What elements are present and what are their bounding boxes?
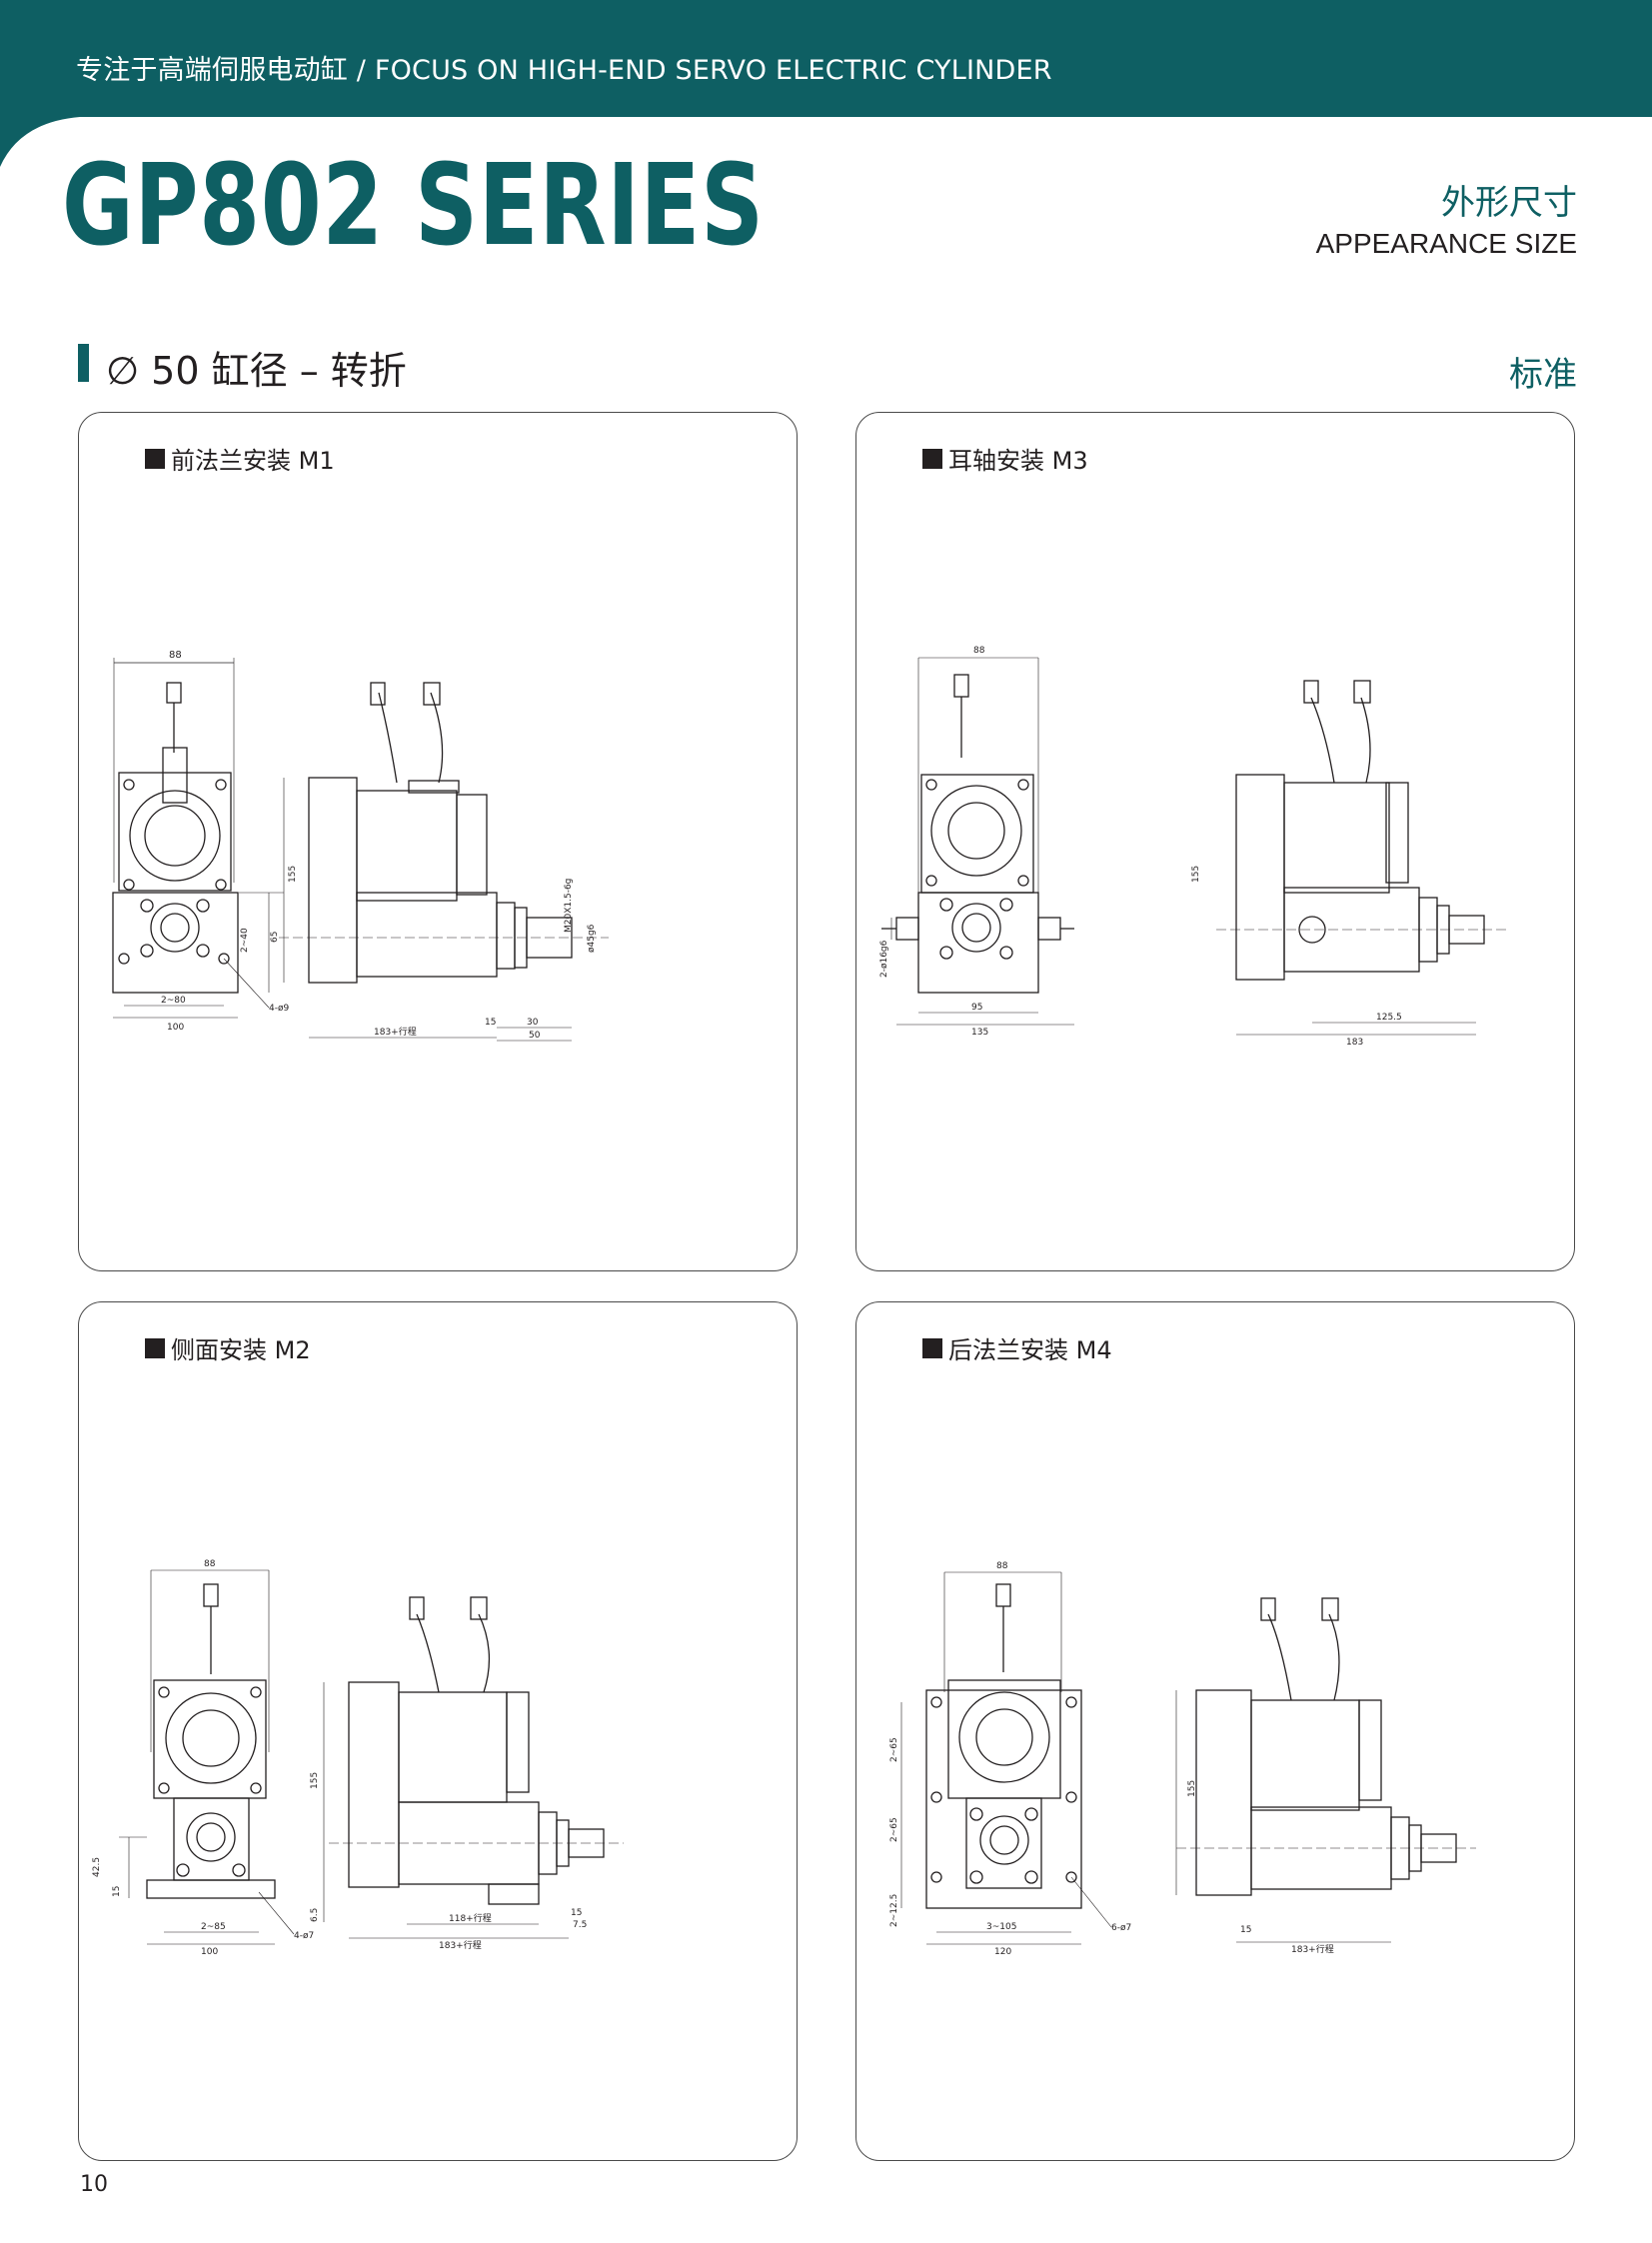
svg-text:2~12.5: 2~12.5: [889, 1894, 899, 1927]
label-square: [922, 448, 942, 469]
svg-text:42.5: 42.5: [92, 1857, 102, 1877]
svg-text:183+行程: 183+行程: [1291, 1943, 1334, 1955]
svg-text:M20X1.5-6g: M20X1.5-6g: [564, 879, 574, 933]
panel-side-mount: 侧面安装 M2 88 42.5 15 2~85 100 4-ø7: [78, 1301, 798, 2161]
panel-front-flange: 前法兰安装 M1 88 2~40 65 2~80 100 4-ø9: [78, 412, 798, 1271]
svg-text:120: 120: [994, 1947, 1011, 1957]
label-square: [145, 1337, 165, 1358]
panel-label: 侧面安装 M2: [171, 1336, 311, 1364]
svg-text:155: 155: [1187, 1780, 1197, 1797]
section-title: ∅ 50 缸径 – 转折: [106, 349, 407, 393]
header-bar: 专注于高端伺服电动缸 / FOCUS ON HIGH-END SERVO ELE…: [0, 0, 1652, 117]
section-heading-en: APPEARANCE SIZE: [1315, 228, 1577, 259]
svg-text:183+行程: 183+行程: [374, 1026, 417, 1038]
svg-text:4-ø9: 4-ø9: [269, 1004, 289, 1014]
page-number: 10: [80, 2172, 108, 2197]
header-tagline: 专注于高端伺服电动缸 / FOCUS ON HIGH-END SERVO ELE…: [76, 55, 1052, 86]
series-title: GP802 SERIES: [62, 141, 765, 271]
svg-text:100: 100: [167, 1023, 184, 1033]
drawing-trunnion: 88 2-ø16g6 95 135 1: [879, 646, 1506, 1048]
svg-text:155: 155: [310, 1772, 320, 1789]
svg-text:183+行程: 183+行程: [439, 1939, 482, 1951]
svg-text:95: 95: [971, 1003, 982, 1013]
svg-text:88: 88: [996, 1561, 1008, 1571]
label-square: [922, 1337, 942, 1358]
svg-text:65: 65: [270, 932, 280, 943]
svg-text:7.5: 7.5: [573, 1920, 587, 1930]
svg-text:15: 15: [1240, 1925, 1251, 1935]
svg-text:125.5: 125.5: [1376, 1013, 1402, 1023]
svg-text:100: 100: [201, 1947, 218, 1957]
svg-text:118+行程: 118+行程: [449, 1912, 492, 1924]
svg-text:15: 15: [112, 1886, 122, 1897]
drawing-front-flange: 88 2~40 65 2~80 100 4-ø9: [112, 650, 609, 1042]
svg-text:2~80: 2~80: [161, 996, 186, 1006]
panel-rear-flange: 后法兰安装 M4 88 2~65 2~65 2~12.5 3~105 120 6…: [855, 1301, 1575, 2161]
panel-label: 后法兰安装 M4: [948, 1336, 1112, 1364]
svg-text:15: 15: [485, 1018, 496, 1028]
svg-text:2~65: 2~65: [889, 1737, 899, 1762]
svg-text:88: 88: [169, 650, 182, 661]
svg-text:135: 135: [971, 1028, 988, 1038]
panel-label: 前法兰安装 M1: [171, 447, 335, 475]
svg-text:2~65: 2~65: [889, 1817, 899, 1842]
svg-text:88: 88: [973, 646, 985, 656]
svg-text:183: 183: [1346, 1038, 1363, 1048]
section-variant: 标准: [1509, 355, 1577, 395]
svg-text:4-ø7: 4-ø7: [294, 1931, 314, 1941]
panel-trunnion: 耳轴安装 M3 88 2-ø16g6 95 135: [855, 412, 1575, 1271]
svg-text:88: 88: [204, 1559, 216, 1569]
svg-text:15: 15: [571, 1908, 582, 1918]
svg-text:ø45g6: ø45g6: [587, 924, 597, 953]
drawing-side-mount: 88 42.5 15 2~85 100 4-ø7: [92, 1559, 624, 1957]
svg-text:50: 50: [529, 1031, 541, 1041]
header-curve: [0, 117, 80, 167]
svg-text:3~105: 3~105: [986, 1922, 1016, 1932]
label-square: [145, 448, 165, 469]
section-marker: [78, 344, 89, 382]
svg-text:6-ø7: 6-ø7: [1111, 1923, 1131, 1933]
svg-text:2~85: 2~85: [201, 1922, 226, 1932]
svg-text:155: 155: [288, 866, 298, 883]
section-heading-cn: 外形尺寸: [1441, 183, 1577, 223]
svg-text:2~40: 2~40: [240, 928, 250, 953]
drawing-rear-flange: 88 2~65 2~65 2~12.5 3~105 120 6-ø7: [889, 1561, 1476, 1957]
svg-text:155: 155: [1191, 866, 1201, 883]
svg-text:6.5: 6.5: [310, 1908, 320, 1922]
svg-text:2-ø16g6: 2-ø16g6: [879, 940, 889, 978]
svg-text:30: 30: [527, 1018, 539, 1028]
panel-label: 耳轴安装 M3: [948, 447, 1088, 475]
